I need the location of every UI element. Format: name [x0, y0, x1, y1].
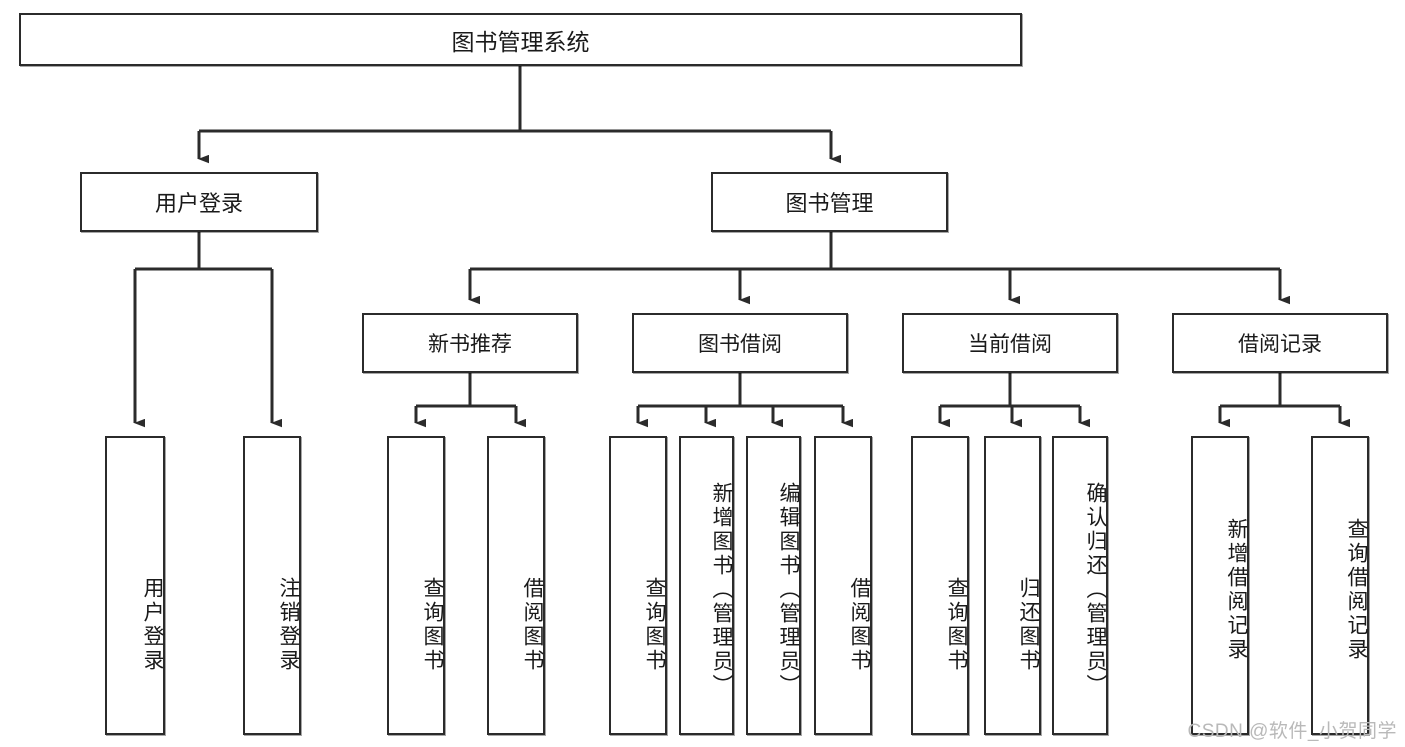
node-current-borrow-label: 当前借阅: [968, 333, 1052, 356]
leaf-add-book[interactable]: 新增图书（管理员）: [679, 436, 734, 735]
node-book-borrow-label: 图书借阅: [698, 333, 782, 356]
node-book-borrow[interactable]: 图书借阅: [632, 313, 848, 373]
leaf-return-book-label: 归还图书: [1017, 576, 1040, 673]
node-borrow-record-label: 借阅记录: [1238, 333, 1322, 356]
leaf-borrow-book-2[interactable]: 借阅图书: [814, 436, 872, 735]
leaf-borrow-book-2-label: 借阅图书: [848, 576, 871, 673]
leaf-query-book-1[interactable]: 查询图书: [387, 436, 445, 735]
node-root[interactable]: 图书管理系统: [19, 13, 1022, 66]
node-book-management[interactable]: 图书管理: [711, 172, 948, 232]
node-root-label: 图书管理系统: [451, 28, 590, 55]
node-borrow-record[interactable]: 借阅记录: [1172, 313, 1388, 373]
leaf-query-book-3-label: 查询图书: [945, 576, 968, 673]
leaf-edit-book[interactable]: 编辑图书（管理员）: [746, 436, 801, 735]
leaf-user-login[interactable]: 用户登录: [105, 436, 165, 735]
leaf-confirm-return[interactable]: 确认归还（管理员）: [1052, 436, 1108, 735]
node-user-login-label: 用户登录: [154, 191, 243, 216]
node-book-management-label: 图书管理: [785, 191, 874, 216]
leaf-add-book-label: 新增图书（管理员）: [710, 481, 733, 698]
leaf-confirm-return-label: 确认归还（管理员）: [1084, 481, 1107, 698]
node-new-book-recommend-label: 新书推荐: [428, 333, 512, 356]
leaf-add-record-label: 新增借阅记录: [1225, 517, 1248, 662]
leaf-logout[interactable]: 注销登录: [243, 436, 301, 735]
node-user-login[interactable]: 用户登录: [80, 172, 318, 232]
leaf-query-record[interactable]: 查询借阅记录: [1311, 436, 1369, 735]
leaf-logout-label: 注销登录: [277, 576, 300, 673]
leaf-add-record[interactable]: 新增借阅记录: [1191, 436, 1249, 735]
node-new-book-recommend[interactable]: 新书推荐: [362, 313, 578, 373]
leaf-user-login-label: 用户登录: [141, 576, 164, 673]
node-current-borrow[interactable]: 当前借阅: [902, 313, 1118, 373]
leaf-edit-book-label: 编辑图书（管理员）: [777, 481, 800, 698]
leaf-borrow-book-1[interactable]: 借阅图书: [487, 436, 545, 735]
leaf-query-book-3[interactable]: 查询图书: [911, 436, 969, 735]
leaf-return-book[interactable]: 归还图书: [984, 436, 1041, 735]
leaf-borrow-book-1-label: 借阅图书: [521, 576, 544, 673]
leaf-query-book-2[interactable]: 查询图书: [609, 436, 667, 735]
leaf-query-book-1-label: 查询图书: [421, 576, 444, 673]
leaf-query-record-label: 查询借阅记录: [1345, 517, 1368, 662]
watermark: CSDN @软件_小贺同学: [1187, 721, 1397, 742]
leaf-query-book-2-label: 查询图书: [643, 576, 666, 673]
